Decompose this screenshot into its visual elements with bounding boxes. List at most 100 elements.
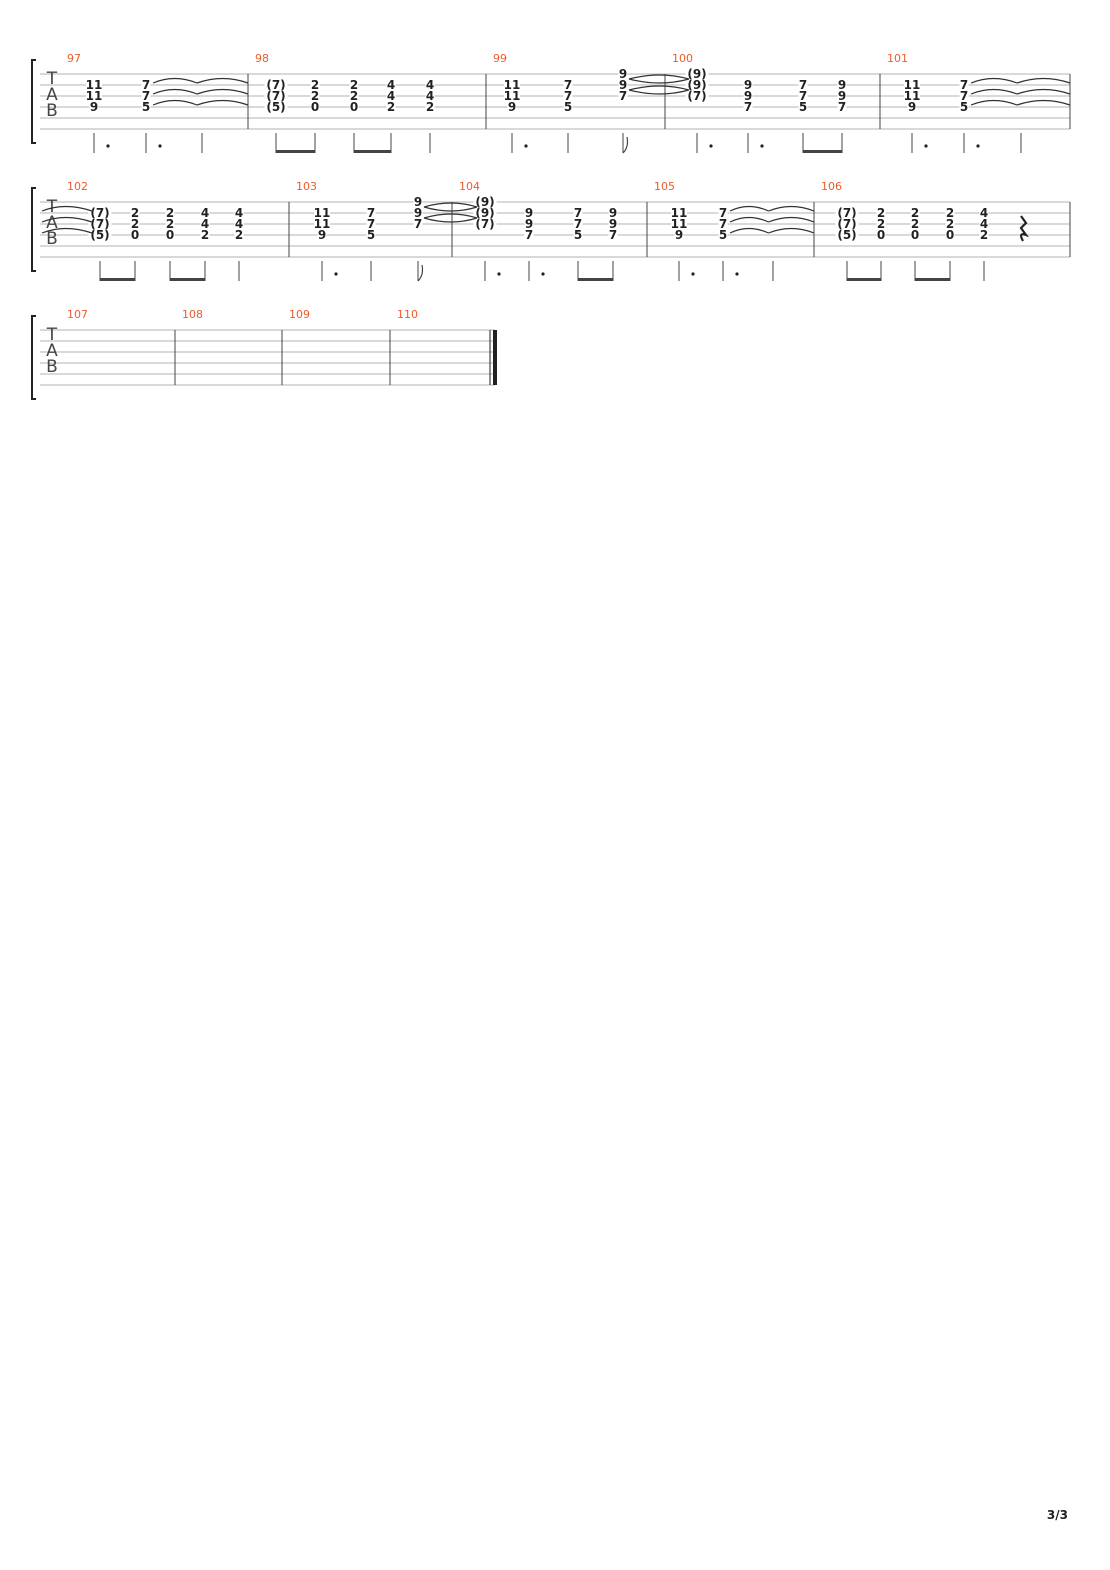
fret-mask: [386, 90, 396, 101]
fret-number: 7: [719, 206, 727, 220]
tie-arc: [729, 216, 769, 223]
fret-number: 5: [142, 100, 150, 114]
fret-mask: [141, 101, 151, 112]
fret-mask: [835, 229, 859, 240]
tie-arc: [152, 99, 198, 106]
fret-number: 9: [508, 100, 516, 114]
fret-number: 9: [744, 78, 752, 92]
tie-arc: [628, 89, 690, 95]
fret-mask: [798, 101, 808, 112]
fret-mask: [130, 207, 140, 218]
fret-number: (9): [475, 195, 494, 209]
fret-mask: [473, 207, 497, 218]
fret-number: 7: [719, 217, 727, 231]
measure: 110: [397, 308, 497, 385]
fret-mask: [979, 229, 989, 240]
rhythm-dot: [709, 144, 713, 148]
tie-arc: [628, 74, 690, 80]
fret-mask: [425, 101, 435, 112]
fret-number: (9): [475, 206, 494, 220]
fret-mask: [314, 207, 330, 218]
measure-number: 104: [459, 180, 480, 193]
fret-mask: [959, 101, 969, 112]
fret-mask: [563, 90, 573, 101]
measure-number: 107: [67, 308, 88, 321]
fret-number: 9: [619, 67, 627, 81]
fret-mask: [264, 79, 288, 90]
rhythm-dot: [976, 144, 980, 148]
fret-number: 7: [414, 217, 422, 231]
rhythm-dot: [497, 272, 501, 276]
fret-mask: [413, 196, 423, 207]
eighth-beam: [276, 150, 315, 153]
tie-arc: [1016, 99, 1071, 106]
eighth-flag: [417, 264, 424, 282]
eighth-beam: [803, 150, 842, 153]
rhythm-dot: [524, 144, 528, 148]
fret-number: 2: [131, 206, 139, 220]
fret-number: 2: [877, 217, 885, 231]
fret-mask: [743, 90, 753, 101]
fret-number: 9: [675, 228, 683, 242]
eighth-beam: [170, 278, 205, 281]
fret-number: (7): [266, 89, 285, 103]
fret-mask: [835, 218, 859, 229]
fret-number: 5: [799, 100, 807, 114]
fret-mask: [165, 218, 175, 229]
fret-mask: [349, 90, 359, 101]
fret-number: 7: [609, 228, 617, 242]
fret-mask: [200, 207, 210, 218]
fret-number: 2: [911, 217, 919, 231]
fret-mask: [573, 218, 583, 229]
tie-arc: [423, 213, 478, 219]
fret-mask: [671, 207, 687, 218]
tab-system: TAB971111977598(7)(7)(5)2202204424429911…: [31, 52, 1071, 154]
measure-number: 105: [654, 180, 675, 193]
fret-mask: [473, 196, 497, 207]
measure-number: 101: [887, 52, 908, 65]
fret-mask: [88, 218, 112, 229]
fret-number: 0: [166, 228, 174, 242]
fret-mask: [234, 229, 244, 240]
fret-number: 7: [838, 100, 846, 114]
fret-number: 5: [574, 228, 582, 242]
fret-number: (9): [687, 78, 706, 92]
fret-number: (7): [266, 78, 285, 92]
tie-arc: [628, 78, 690, 84]
fret-number: (7): [90, 206, 109, 220]
fret-mask: [88, 207, 112, 218]
fret-number: 4: [235, 206, 243, 220]
tab-clef-letter: A: [46, 85, 58, 105]
fret-number: 4: [387, 78, 395, 92]
fret-mask: [743, 79, 753, 90]
fret-number: 7: [367, 206, 375, 220]
tie-arc: [423, 202, 478, 208]
fret-number: 2: [201, 228, 209, 242]
fret-mask: [876, 229, 886, 240]
fret-number: 11: [314, 217, 331, 231]
fret-mask: [959, 90, 969, 101]
fret-number: 11: [671, 217, 688, 231]
fret-number: 7: [960, 78, 968, 92]
measure: 107: [67, 308, 176, 385]
eighth-beam: [578, 278, 613, 281]
fret-mask: [674, 229, 684, 240]
fret-number: 7: [564, 89, 572, 103]
fret-mask: [234, 207, 244, 218]
fret-number: 5: [960, 100, 968, 114]
measure-number: 103: [296, 180, 317, 193]
fret-number: 7: [619, 89, 627, 103]
fret-mask: [979, 207, 989, 218]
fret-number: 0: [350, 100, 358, 114]
fret-number: 9: [525, 217, 533, 231]
measure-number: 108: [182, 308, 203, 321]
eighth-beam: [915, 278, 950, 281]
measure: 109: [289, 308, 391, 385]
fret-number: 9: [609, 206, 617, 220]
fret-number: 11: [504, 89, 521, 103]
fret-mask: [310, 101, 320, 112]
system-bracket: [31, 59, 36, 144]
